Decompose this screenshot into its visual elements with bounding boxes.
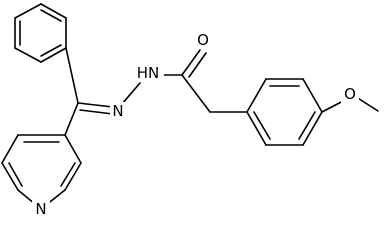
carbonyl-double-bond (181, 49, 201, 76)
imine-double-bond (79, 109, 114, 115)
methoxyphenyl-bond (246, 111, 267, 146)
phenyl-bond (40, 47, 67, 63)
carbonyl-oxygen-text: O (197, 31, 209, 49)
imine-nitrogen-label: N (110, 102, 127, 120)
amide-nh-label: HN (133, 64, 164, 82)
phenyl-bond (14, 3, 42, 19)
bond-lines (1, 3, 379, 210)
pyridine-nitrogen-label: N (32, 199, 50, 218)
carbonyl-double-bond (188, 52, 207, 78)
phenyl-bond (40, 3, 67, 19)
hydrazone-n-n-bond (121, 82, 141, 105)
pyridine-inner-bond (8, 162, 23, 187)
carbonyl-oxygen-label: O (194, 31, 212, 49)
methoxyphenyl-inner-bond (298, 111, 316, 140)
center-to-pyridine-bond (64, 102, 79, 136)
pyridine-nitrogen-text: N (35, 200, 46, 218)
methoxyphenyl-bond (302, 78, 323, 113)
methoxyphenyl-bond (246, 78, 267, 113)
pyridine-inner-bond (60, 162, 76, 187)
atom-labels: N HN O O N (32, 31, 359, 218)
methoxy-oxygen-text: O (344, 85, 356, 103)
methoxy-oxygen-label: O (341, 85, 359, 103)
chemical-structure-diagram: N HN O O N (1, 3, 379, 218)
phenyl-inner-bond (40, 9, 62, 22)
methoxyphenyl-inner-bond (253, 111, 271, 140)
amide-nh-text: HN (137, 64, 160, 82)
phenyl-to-center-bond (65, 47, 79, 104)
phenyl-inner-bond (40, 44, 62, 57)
pyridine-bond (1, 162, 19, 191)
imine-double-bond (77, 102, 114, 108)
carbonyl-to-methylene-bond (181, 74, 211, 113)
pyridine-bond (64, 134, 82, 164)
pyridine-bond (64, 162, 82, 191)
pyridine-bond (1, 134, 19, 164)
imine-nitrogen-text: N (112, 102, 123, 120)
phenyl-bond (14, 47, 42, 63)
methoxyphenyl-bond (302, 111, 323, 146)
